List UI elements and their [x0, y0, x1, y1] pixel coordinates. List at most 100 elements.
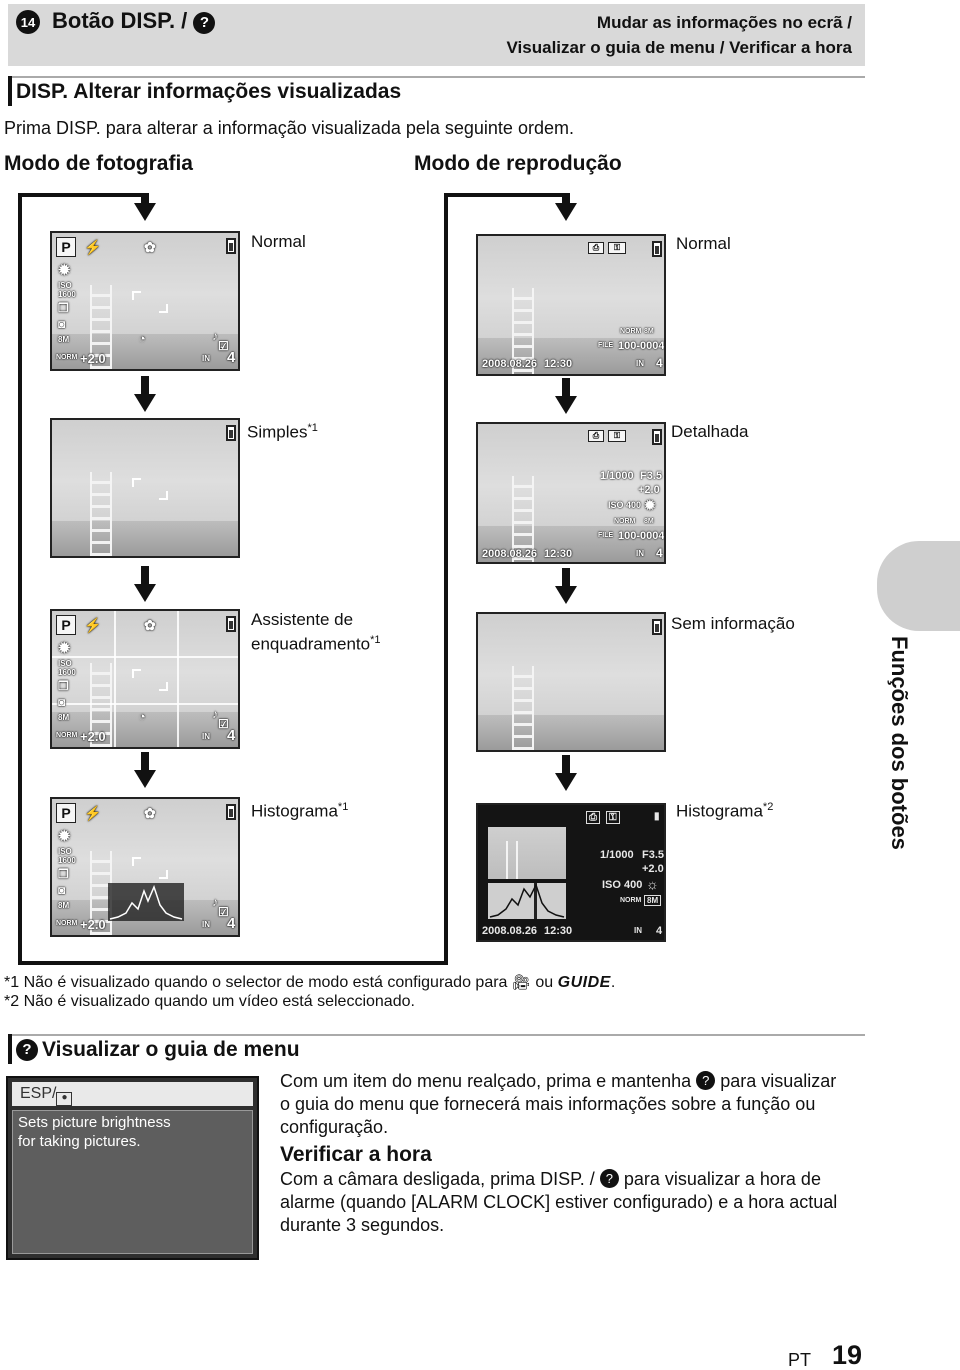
thumbnail-image	[488, 827, 566, 879]
print-icon: ⎙	[588, 242, 604, 254]
file-number: 100-0004	[618, 340, 665, 352]
question-icon: ?	[16, 1038, 38, 1061]
menu-guide-screen: ESP/● Sets picture brightness for taking…	[6, 1076, 259, 1260]
metering-icon: ◙	[58, 317, 66, 331]
metering-icon: ◙	[58, 883, 66, 897]
arrow-stem	[562, 568, 570, 586]
down-arrow-icon	[555, 396, 577, 414]
menu-guide-paragraph: Com um item do menu realçado, prima e ma…	[280, 1071, 837, 1137]
movie-mode-icon: 🎥︎	[511, 974, 531, 991]
page-title: Botão DISP. / ?	[52, 8, 216, 34]
memory-icon: IN	[202, 732, 210, 741]
section-marker	[8, 1034, 12, 1064]
guide-mode-icon: GUIDE	[557, 974, 611, 991]
battery-icon	[226, 804, 236, 820]
down-arrow-icon	[134, 770, 156, 788]
exposure-compensation: +2.0	[638, 484, 660, 496]
exposure-compensation: +2.0	[80, 351, 106, 366]
flash-icon: ⚡	[84, 805, 102, 821]
date-stamp: 2008.08.26	[482, 548, 538, 560]
macro-icon: ✿	[144, 805, 156, 821]
down-arrow-icon	[555, 586, 577, 604]
histogram-graph	[488, 883, 566, 919]
white-balance-icon: ✹	[58, 640, 71, 657]
down-arrow-icon	[555, 203, 577, 221]
date-imprint-icon: ☑	[218, 717, 229, 731]
af-target-mark	[132, 478, 168, 500]
file-icon: FILE	[598, 342, 614, 349]
drive-mode-icon: ❐	[58, 679, 69, 693]
exposure-compensation: +2.0	[80, 729, 106, 744]
battery-icon: ▮	[654, 811, 660, 822]
label-playback-detailed: Detalhada	[671, 422, 749, 441]
arrow-stem	[562, 378, 570, 396]
af-target-mark	[132, 857, 168, 879]
memory-icon: IN	[636, 359, 644, 368]
shots-remaining: 4	[227, 727, 236, 744]
program-mode-icon: P	[56, 615, 76, 635]
page-title-text: Botão DISP. /	[52, 8, 188, 33]
section-title: DISP. Alterar informações visualizadas	[16, 80, 402, 103]
question-icon: ?	[599, 1169, 619, 1188]
compression-icon: NORM	[56, 354, 78, 361]
file-number: 100-0004	[618, 530, 665, 542]
white-balance-icon: ✹	[644, 497, 656, 513]
battery-icon	[652, 429, 662, 445]
white-balance-icon: ✹	[58, 262, 71, 279]
macro-icon: ✿	[144, 239, 156, 255]
section-title-menu-guide: ?Visualizar o guia de menu	[16, 1038, 300, 1062]
label-playback-normal: Normal	[676, 234, 731, 253]
shutter-speed: 1/1000	[600, 470, 634, 482]
page-number: 19	[832, 1340, 863, 1370]
header-subtitle: Mudar as informações no ecrã / Visualiza…	[507, 10, 852, 60]
file-icon: FILE	[598, 532, 614, 539]
compression-icon: NORM	[56, 732, 78, 739]
screen-playback-no-info	[476, 612, 666, 752]
drive-mode-icon: ❐	[58, 301, 69, 315]
white-balance-icon: ☼	[646, 876, 659, 892]
section-divider	[8, 76, 865, 78]
shooting-mode-heading: Modo de fotografia	[4, 152, 193, 175]
exposure-compensation: +2.0	[642, 863, 664, 875]
menu-guide-text: Sets picture brightness for taking pictu…	[12, 1110, 253, 1254]
header-bar	[8, 4, 865, 66]
question-icon: ?	[696, 1071, 716, 1090]
histogram-graph	[108, 883, 184, 921]
self-timer-icon: ◔	[138, 331, 146, 346]
screen-playback-detailed: ⎙ ⚿ 1/1000 F3.5 +2.0 ISO 400 ✹ NORM 8M F…	[476, 422, 666, 564]
playback-mode-heading: Modo de reprodução	[414, 152, 622, 175]
date-stamp: 2008.08.26	[482, 925, 538, 937]
print-icon: ⎙	[588, 430, 604, 442]
arrow-stem	[141, 566, 149, 584]
compression-icon: NORM	[614, 518, 636, 525]
compression-icon: NORM	[620, 897, 642, 904]
time-stamp: 12:30	[544, 358, 573, 370]
metering-spot-icon: ●	[56, 1092, 73, 1106]
program-mode-icon: P	[56, 803, 76, 823]
check-time-heading: Verificar a hora	[280, 1143, 432, 1166]
frame-number: 4	[656, 356, 663, 370]
af-target-mark	[132, 669, 168, 691]
footnote-2: *2 Não é visualizado quando um vídeo est…	[4, 993, 415, 1010]
down-arrow-icon	[134, 203, 156, 221]
battery-icon	[226, 238, 236, 254]
compression-icon: NORM	[620, 328, 642, 335]
white-balance-icon: ✹	[58, 828, 71, 845]
voice-icon: ♪	[212, 329, 218, 343]
header-subtitle-line1: Mudar as informações no ecrã /	[596, 13, 852, 32]
flow-line-left	[18, 193, 22, 965]
battery-icon	[652, 241, 662, 257]
metering-icon: ◙	[58, 695, 66, 709]
memory-icon: IN	[636, 549, 644, 558]
side-tab-label: Funções dos botões	[887, 636, 912, 850]
screen-playback-normal: ⎙ ⚿ NORM 8M FILE 100-0004 2008.08.26 12:…	[476, 234, 666, 376]
flash-icon: ⚡	[84, 617, 102, 633]
section-divider	[8, 1034, 865, 1036]
section-marker	[8, 76, 12, 106]
frame-number: 4	[656, 925, 663, 937]
program-mode-icon: P	[56, 237, 76, 257]
shots-remaining: 4	[227, 349, 236, 366]
label-shooting-framing: Assistente de enquadramento*1	[251, 610, 381, 654]
menu-guide-header: ESP/●	[12, 1082, 253, 1106]
